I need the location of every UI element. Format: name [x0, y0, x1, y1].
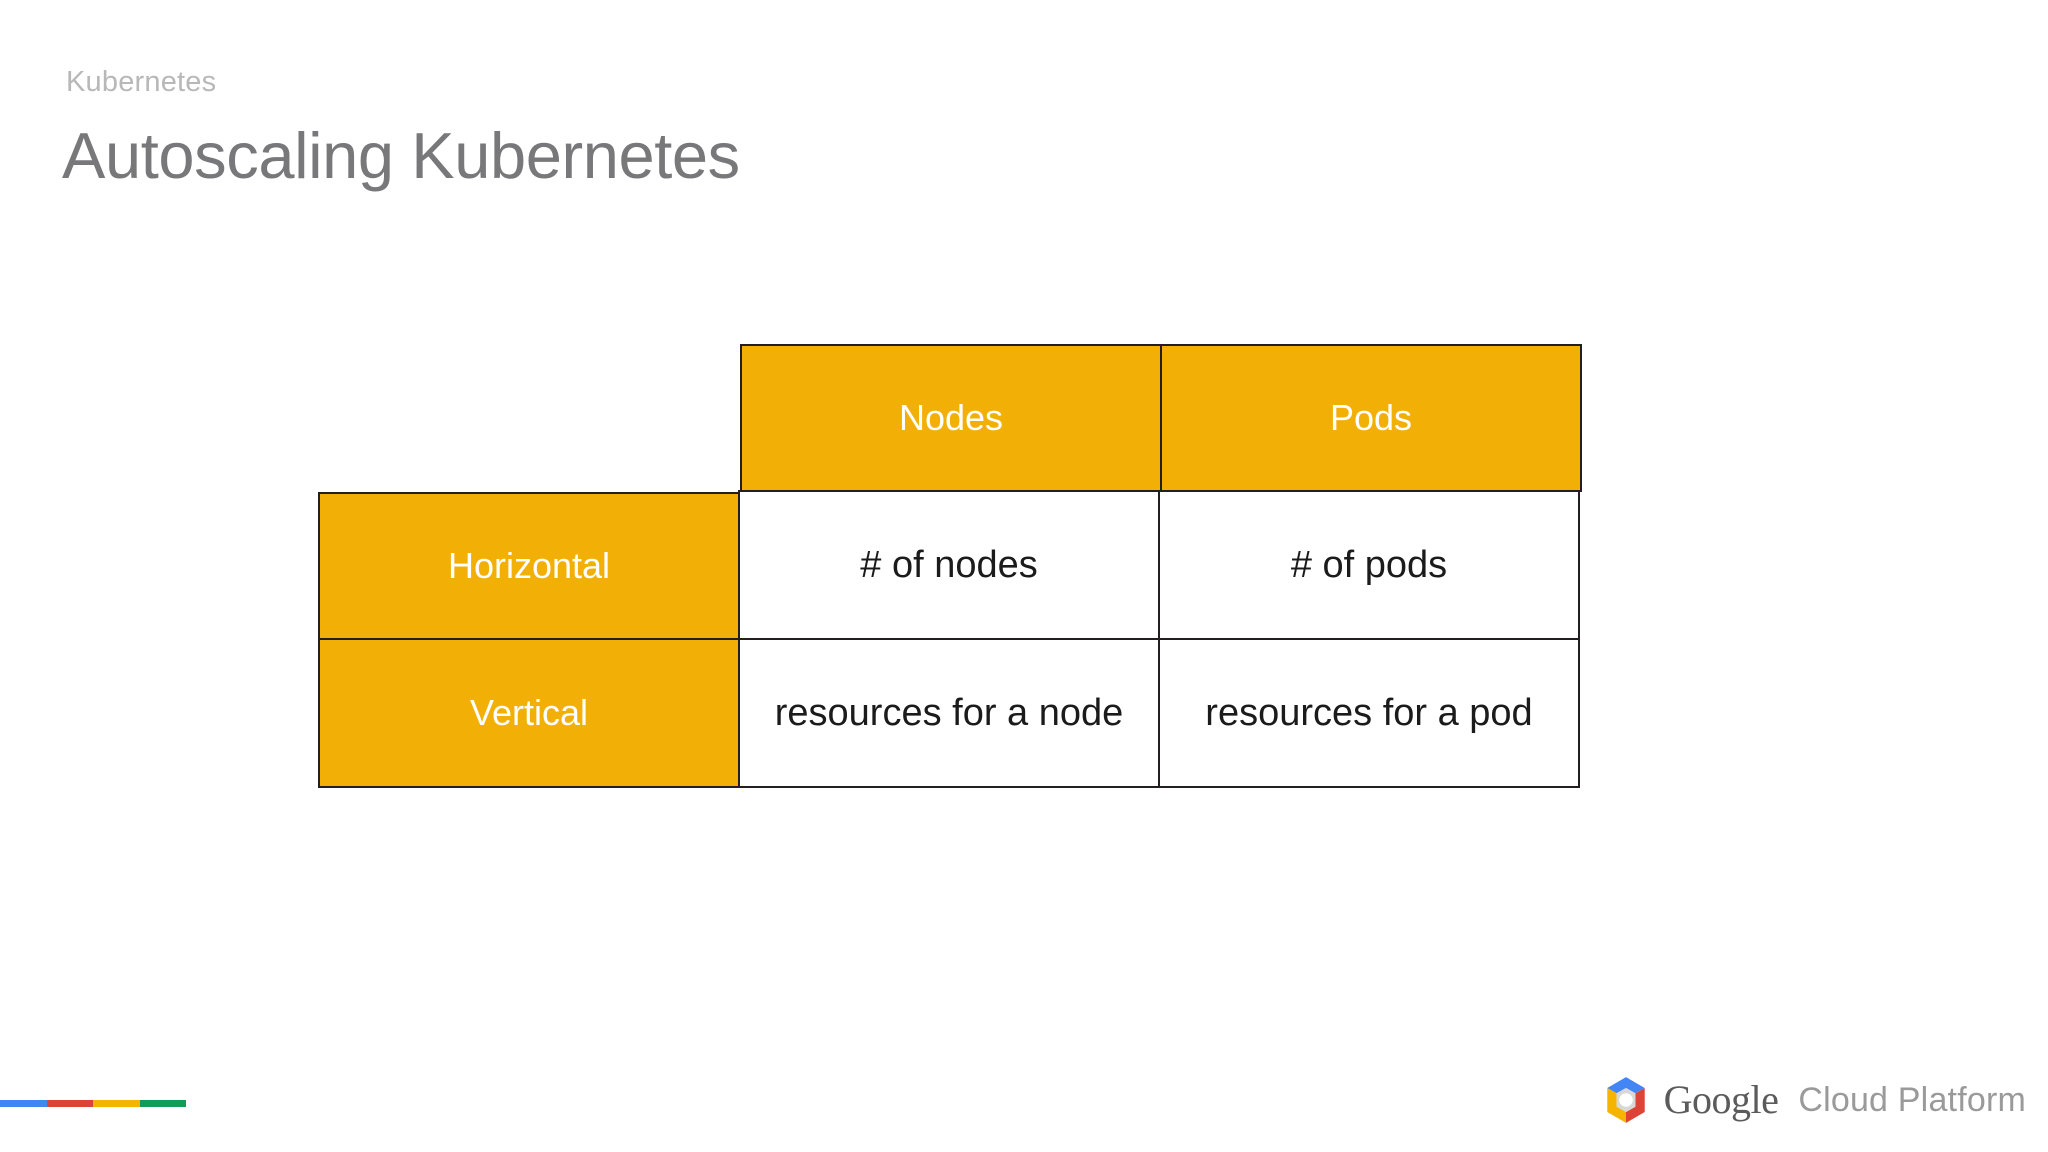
- color-bar-segment-red: [46, 1100, 93, 1107]
- row-header-vertical: Vertical: [318, 638, 740, 788]
- page-title: Autoscaling Kubernetes: [62, 119, 740, 192]
- autoscaling-matrix-table: Nodes Pods Horizontal # of nodes # of po…: [318, 344, 1584, 788]
- cell-horizontal-nodes: # of nodes: [738, 490, 1160, 640]
- color-bar-segment-yellow: [93, 1100, 140, 1107]
- cell-vertical-nodes: resources for a node: [738, 638, 1160, 788]
- google-cloud-platform-logo: Google Cloud Platform: [1600, 1072, 2026, 1128]
- table-header-row: Nodes Pods: [318, 344, 1584, 492]
- cell-horizontal-pods: # of pods: [1158, 490, 1580, 640]
- google-cloud-hexagon-icon: [1600, 1074, 1652, 1126]
- table-corner-cell: [318, 344, 740, 492]
- column-header-pods: Pods: [1160, 344, 1582, 492]
- table-row: Horizontal # of nodes # of pods: [318, 490, 1584, 640]
- slide-eyebrow: Kubernetes: [66, 66, 217, 98]
- cloud-platform-wordmark: Cloud Platform: [1798, 1081, 2026, 1119]
- google-wordmark: Google: [1663, 1077, 1779, 1122]
- color-bar-segment-green: [139, 1100, 186, 1107]
- cell-vertical-pods: resources for a pod: [1158, 638, 1580, 788]
- column-header-nodes: Nodes: [740, 344, 1162, 492]
- row-header-horizontal: Horizontal: [318, 492, 740, 640]
- google-color-bar: [0, 1100, 186, 1107]
- color-bar-segment-blue: [0, 1100, 47, 1107]
- table-row: Vertical resources for a node resources …: [318, 638, 1584, 788]
